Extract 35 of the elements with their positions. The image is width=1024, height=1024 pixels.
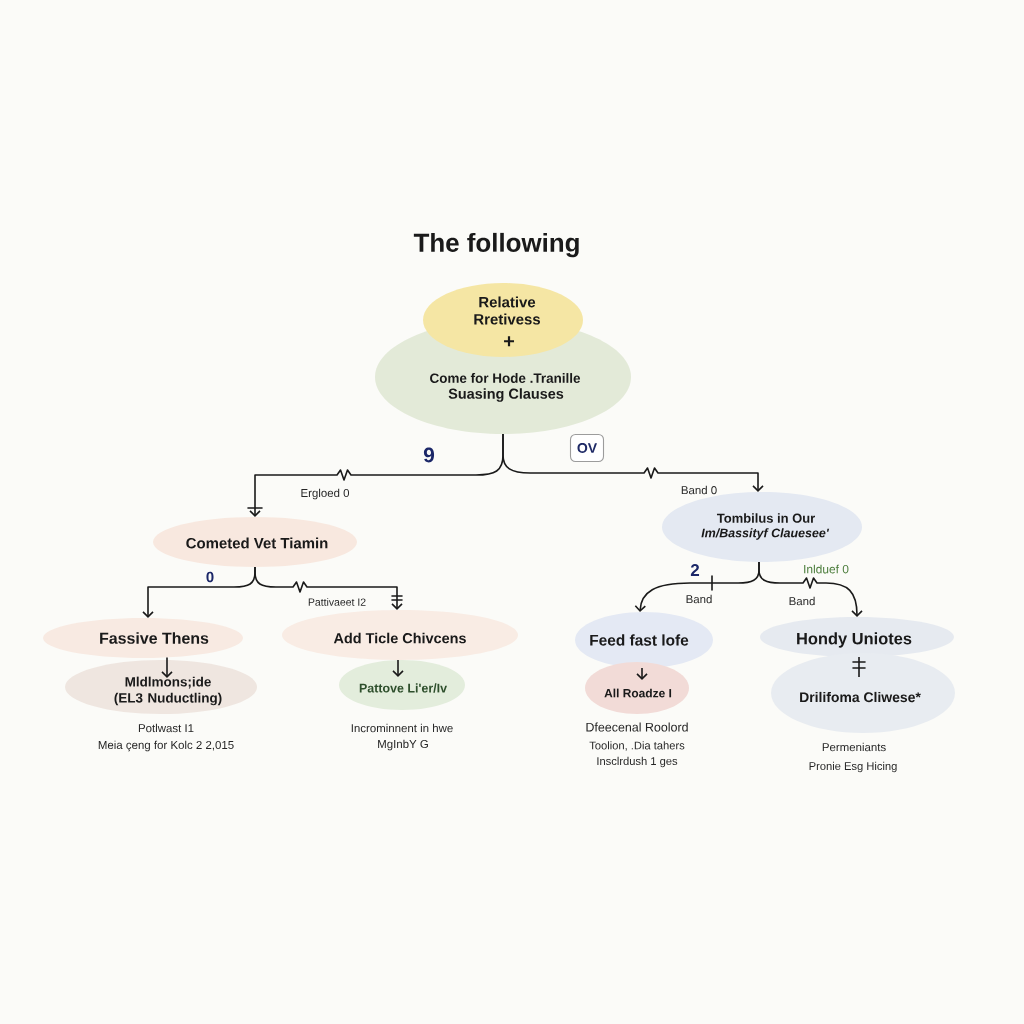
- number-label: 0: [206, 571, 214, 583]
- oval-node: Hondy Uniotes: [760, 617, 954, 657]
- arrow: [161, 656, 173, 678]
- oval-node: Pattove Li'er/Iv: [339, 660, 465, 710]
- edge-label: Band: [684, 593, 714, 605]
- oval-node: Add Ticle Chivcens: [282, 610, 518, 660]
- arrow: [758, 561, 863, 617]
- caption-text: Potlwast I1: [138, 723, 194, 733]
- arrow: [636, 667, 648, 680]
- caption-text: Permeniants: [822, 742, 886, 752]
- oval-node: Fassive Thens: [43, 618, 243, 658]
- branch-label: Inlduef 0: [804, 564, 849, 574]
- caption-text: Insclrdush 1 ges: [597, 756, 678, 768]
- oval-node: Feed fast lofe: [575, 612, 713, 668]
- caption-text: Pronie Esg Hicing: [809, 761, 897, 773]
- number-label: 2: [690, 564, 700, 576]
- caption-text: MgInbY G: [378, 739, 428, 751]
- arrow: [254, 566, 403, 611]
- number-label: 9: [423, 447, 435, 463]
- arrow: [392, 659, 404, 677]
- arrow: [502, 433, 764, 493]
- caption-text: Toolion, .Dia tahers: [589, 741, 685, 751]
- oval-node: Drilifoma Cliwese*: [771, 653, 955, 733]
- tag-box: OV: [569, 433, 605, 463]
- caption-text: Dfeecenal Roolord: [586, 722, 688, 732]
- oval-node: Relative Rretivess +: [423, 283, 583, 357]
- caption-text: Meia çeng for Kolc 2 2,015: [98, 740, 234, 752]
- oval-node: Cometed Vet Tiamin: [153, 517, 357, 567]
- edge-label: Pattivaeet I2: [306, 597, 368, 607]
- edge-label: Band: [787, 595, 817, 607]
- connector-line: [852, 656, 866, 678]
- oval-node: Mldlmons;ide (EL3 Nuductling): [65, 660, 257, 714]
- title: The following: [413, 232, 579, 258]
- oval-node: All Roadze I: [585, 662, 689, 714]
- caption-text: Incrominnent in hwe: [351, 723, 453, 733]
